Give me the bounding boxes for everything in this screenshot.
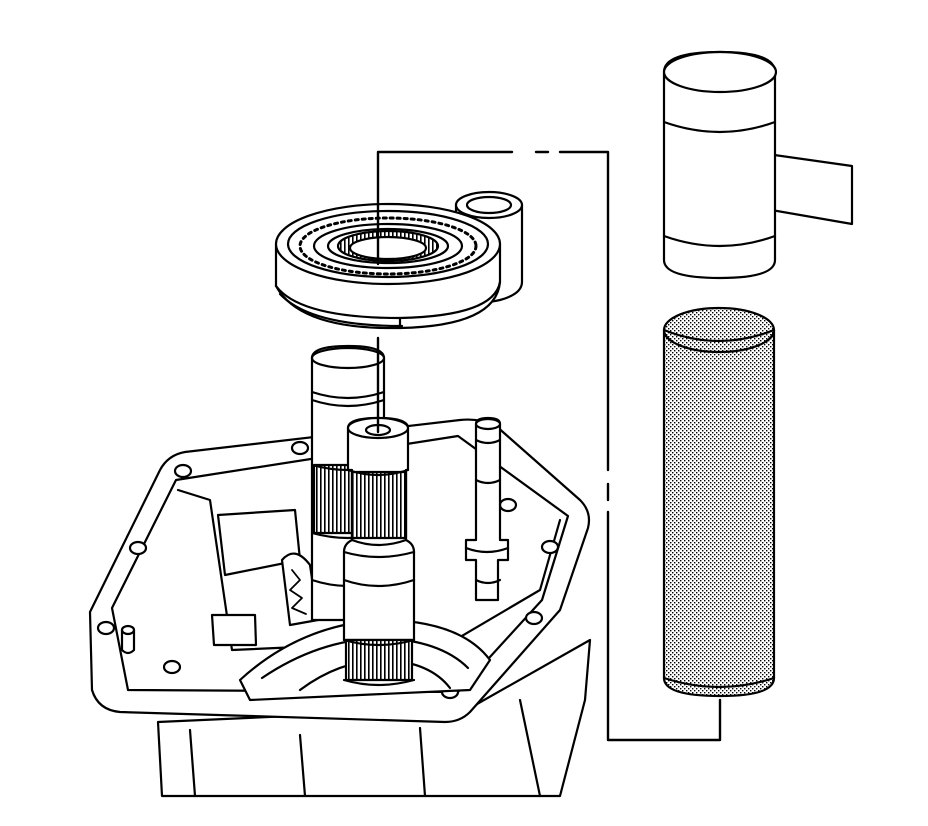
mallet bbox=[662, 50, 854, 280]
mainshaft bbox=[342, 416, 416, 687]
alignment-lines bbox=[376, 150, 722, 742]
synchronizer-assembly bbox=[274, 190, 524, 330]
shift-rail bbox=[464, 416, 510, 602]
installer-tube bbox=[662, 306, 776, 698]
case-bolt-holes bbox=[96, 440, 560, 700]
